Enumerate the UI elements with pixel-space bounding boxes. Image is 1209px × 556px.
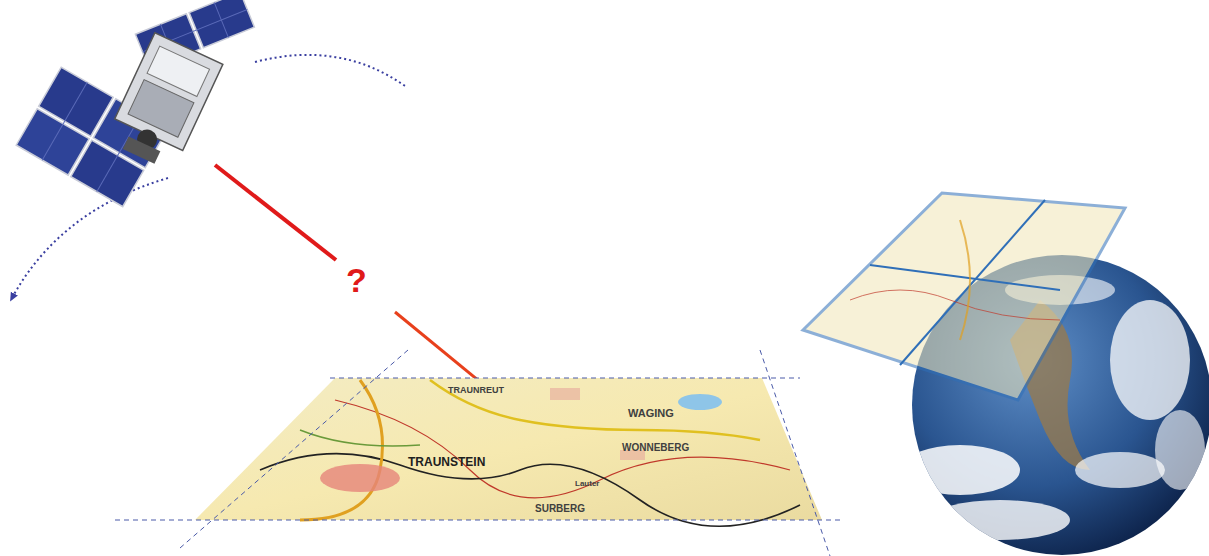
place-name: SURBERG: [535, 504, 585, 514]
guide-line: [115, 350, 842, 556]
place-name: Lauter: [575, 480, 599, 488]
place-name: TRAUNSTEIN: [408, 456, 485, 468]
satellite: [16, 0, 254, 207]
query-arrow: [215, 165, 518, 413]
map-overlay: [803, 193, 1125, 400]
place-name: WONNEBERG: [622, 443, 689, 453]
topographic-map: [195, 378, 822, 526]
question-mark: ?: [346, 263, 367, 297]
place-name: TRAUNREUT: [448, 386, 504, 395]
place-name: WAGING: [628, 408, 674, 419]
